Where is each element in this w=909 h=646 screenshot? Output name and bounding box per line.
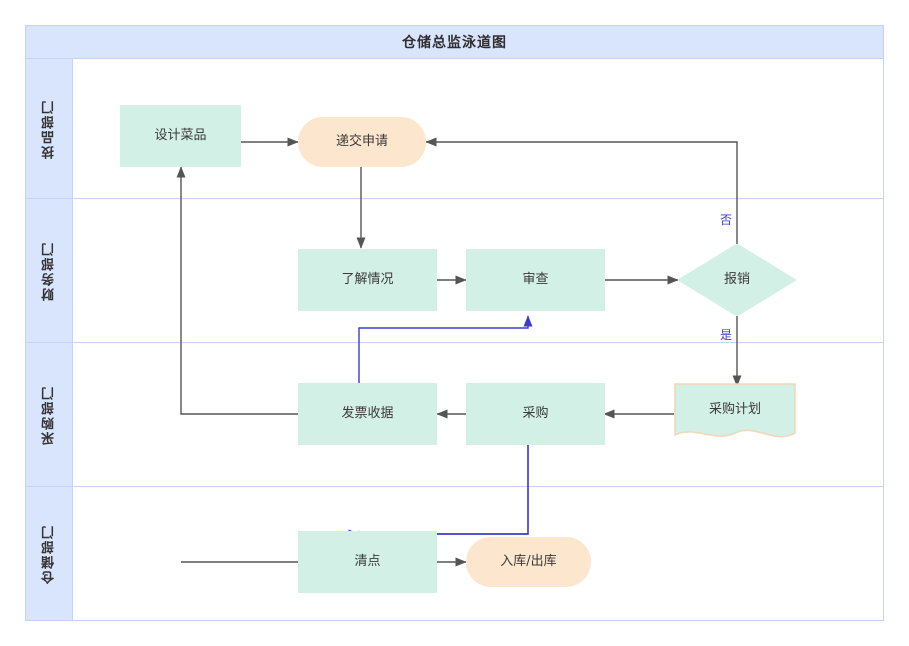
- swimlane-row-4: 仓储部门: [26, 487, 883, 621]
- node-label: 采购: [522, 405, 549, 421]
- lane-label-1: 技品部门: [41, 98, 57, 159]
- node-label: 清点: [354, 553, 381, 569]
- edge-label-yes-text: 是: [720, 328, 733, 342]
- lane-header-3[interactable]: 采购部门: [26, 343, 73, 486]
- swimlane-diagram: 仓储总监泳道图 技品部门 财务部门 采购部门 仓储部门: [25, 25, 884, 621]
- node-label: 设计菜品: [154, 127, 207, 143]
- lane-header-2[interactable]: 财务部门: [26, 199, 73, 342]
- lane-label-4: 仓储部门: [41, 523, 57, 584]
- node-inbound-outbound[interactable]: 入库/出库: [466, 537, 591, 587]
- node-label: 报销: [723, 271, 750, 287]
- node-purchase[interactable]: 采购: [466, 383, 605, 445]
- node-label: 递交申请: [335, 133, 388, 149]
- edge-label-no-text: 否: [720, 213, 733, 227]
- diamond-shape-icon: [678, 244, 796, 316]
- node-understand-situation[interactable]: 了解情况: [298, 249, 437, 311]
- node-label: 入库/出库: [500, 553, 557, 569]
- node-invoice-receipt[interactable]: 发票收据: [298, 383, 437, 445]
- diagram-title: 仓储总监泳道图: [402, 35, 507, 51]
- edge-label-no: 否: [720, 211, 732, 228]
- lane-header-4[interactable]: 仓储部门: [26, 487, 73, 620]
- lane-label-3: 采购部门: [41, 384, 57, 445]
- edge-label-yes: 是: [720, 326, 732, 343]
- node-purchase-plan[interactable]: 采购计划: [674, 383, 796, 445]
- node-label: 发票收据: [341, 405, 394, 421]
- lane-header-1[interactable]: 技品部门: [26, 59, 73, 198]
- node-review-decision[interactable]: 报销: [678, 244, 796, 316]
- node-stocktake[interactable]: 清点: [298, 531, 437, 593]
- node-label: 审查: [522, 271, 549, 287]
- document-shape-icon: [674, 383, 796, 438]
- node-design-dish[interactable]: 设计菜品: [120, 105, 241, 167]
- node-submit-application[interactable]: 递交申请: [298, 117, 426, 167]
- diagram-title-bar: 仓储总监泳道图: [26, 26, 883, 59]
- node-label: 了解情况: [341, 271, 394, 287]
- node-reimbursement[interactable]: 审查: [466, 249, 605, 311]
- lane-label-2: 财务部门: [41, 240, 57, 301]
- node-label: 采购计划: [708, 401, 761, 417]
